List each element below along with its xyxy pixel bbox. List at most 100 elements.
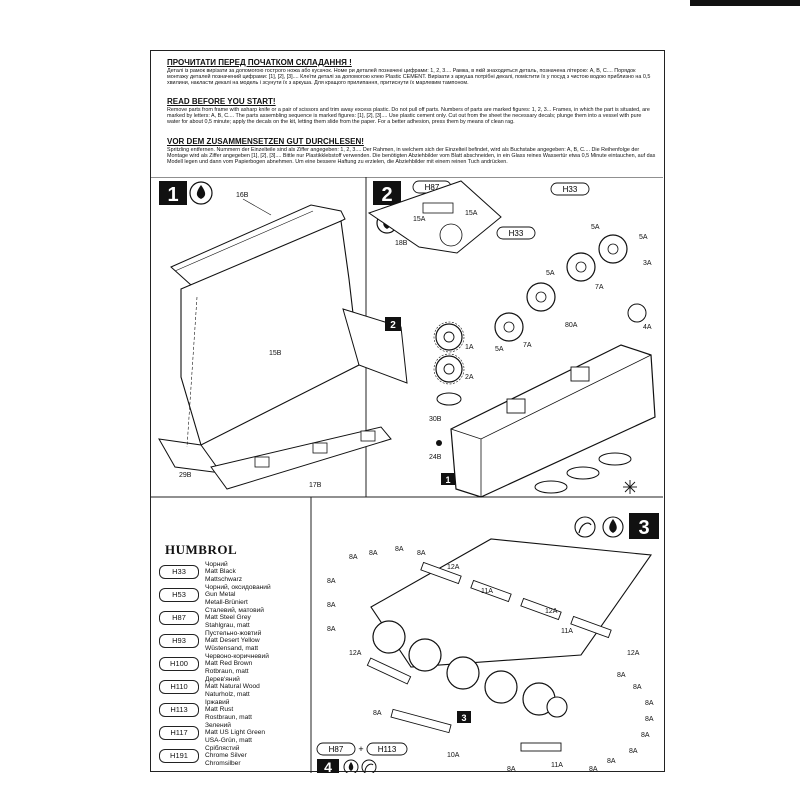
paint-code-badge: H33 (159, 565, 199, 579)
svg-text:12A: 12A (627, 650, 640, 657)
paint-code-badge: H117 (159, 726, 199, 740)
svg-text:10A: 10A (447, 752, 460, 759)
svg-text:8A: 8A (369, 550, 378, 557)
svg-text:11A: 11A (481, 588, 493, 595)
step-2-panel: 2 H87 15A 15A 18B 1A (367, 180, 502, 461)
svg-text:11A: 11A (551, 762, 563, 769)
paint-h87-badge (316, 742, 356, 756)
paint-code-badge: H113 (159, 703, 199, 717)
step-3-badge (629, 513, 659, 539)
part-17b-shape (210, 426, 392, 490)
svg-text:1A: 1A (465, 344, 474, 351)
step-4-number: 4 (324, 759, 332, 773)
glue-drop-icon (602, 516, 624, 538)
part-15b: 15B (269, 350, 282, 357)
svg-text:1: 1 (445, 475, 450, 485)
svg-text:12A: 12A (349, 650, 362, 657)
paint-code-badge: H100 (159, 657, 199, 671)
part-16b: 16B (236, 192, 249, 199)
hull-body (450, 344, 656, 498)
svg-text:3A: 3A (643, 260, 652, 267)
paint-h113-badge (366, 742, 408, 756)
step-3-panel: H33 H33 5A 5A 5A 5A 3A 4A 7A 7A 80A (441, 182, 659, 539)
step-2-number: 2 (381, 184, 392, 206)
step-2-badge (373, 181, 401, 205)
step-1-panel: 1 16B 15B 2 29B 17B (158, 181, 408, 490)
svg-text:8A: 8A (617, 672, 626, 679)
svg-text:8A: 8A (507, 766, 516, 773)
paint-code-badge: H53 (159, 588, 199, 602)
svg-text:5A: 5A (639, 234, 648, 241)
sun-asterisk-icon (623, 480, 637, 494)
svg-text:24B: 24B (429, 454, 442, 461)
en-heading: READ BEFORE YOU START! (167, 97, 276, 106)
inset-drawing (367, 180, 502, 254)
svg-text:8A: 8A (607, 758, 616, 765)
paint-code-badge: H191 (159, 749, 199, 763)
svg-text:12A: 12A (447, 564, 460, 571)
svg-text:8A: 8A (395, 546, 404, 553)
ua-heading: ПРОЧИТАТИ ПЕРЕД ПОЧАТКОМ СКЛАДАННЯ ! (167, 58, 352, 67)
sub-step-3-badge (457, 711, 471, 723)
svg-text:H113: H113 (378, 745, 397, 754)
svg-text:8A: 8A (327, 578, 336, 585)
paint-code-badge: H87 (159, 611, 199, 625)
sprocket-2a (433, 353, 465, 385)
humbrol-brand: HUMBROL (165, 542, 238, 557)
paint-brush-icon (574, 516, 596, 538)
svg-text:7A: 7A (595, 284, 604, 291)
instruction-sheet: ПРОЧИТАТИ ПЕРЕД ПОЧАТКОМ СКЛАДАННЯ ! Дет… (150, 50, 665, 773)
instructions-block: ПРОЧИТАТИ ПЕРЕД ПОЧАТКОМ СКЛАДАННЯ ! Дет… (151, 51, 664, 177)
svg-text:8A: 8A (327, 626, 336, 633)
svg-text:H33: H33 (563, 185, 578, 194)
svg-text:8A: 8A (349, 554, 358, 561)
svg-text:8A: 8A (645, 700, 654, 707)
ua-text: Деталі із рамок вирізати за допомогою го… (167, 68, 651, 87)
paint-code-badge: H93 (159, 634, 199, 648)
svg-text:+: + (358, 744, 363, 754)
step-3-number: 3 (638, 517, 649, 539)
assembly-figure: 1 16B 15B 2 29B 17B (151, 177, 663, 773)
svg-text:30B: 30B (429, 416, 442, 423)
track-segments (366, 561, 612, 752)
svg-text:5A: 5A (495, 346, 504, 353)
sprocket-1a (433, 321, 465, 353)
svg-text:8A: 8A (327, 602, 336, 609)
step-1-badge (159, 181, 187, 205)
svg-text:5A: 5A (546, 270, 555, 277)
paint-brush-icon (361, 759, 377, 773)
de-heading: VOR DEM ZUSAMMENSETZEN GUT DURCHLESEN! (167, 137, 364, 146)
svg-text:H33: H33 (509, 229, 524, 238)
svg-text:H87: H87 (329, 745, 344, 754)
svg-text:11A: 11A (561, 628, 573, 635)
step-4-badge (317, 759, 339, 773)
step-1-number: 1 (167, 184, 178, 206)
svg-text:8A: 8A (373, 710, 382, 717)
glue-drop-icon (343, 759, 359, 773)
svg-text:7A: 7A (523, 342, 532, 349)
svg-text:15A: 15A (413, 216, 426, 223)
de-text: Spritzling entfernen. Nummern der Einzel… (167, 147, 656, 166)
svg-text:2A: 2A (465, 374, 474, 381)
en-text: Remove parts from frame with asharp knif… (167, 107, 650, 126)
svg-text:8A: 8A (641, 732, 650, 739)
svg-text:4A: 4A (643, 324, 652, 331)
svg-text:5A: 5A (591, 224, 600, 231)
sub-step-1-badge (441, 473, 455, 485)
svg-text:8A: 8A (629, 748, 638, 755)
svg-text:3: 3 (461, 713, 466, 723)
svg-text:8A: 8A (633, 684, 642, 691)
svg-text:12A: 12A (545, 608, 558, 615)
svg-text:2: 2 (390, 320, 396, 331)
part-29b: 29B (179, 472, 192, 479)
svg-text:80A: 80A (565, 322, 578, 329)
svg-text:8A: 8A (589, 766, 598, 773)
